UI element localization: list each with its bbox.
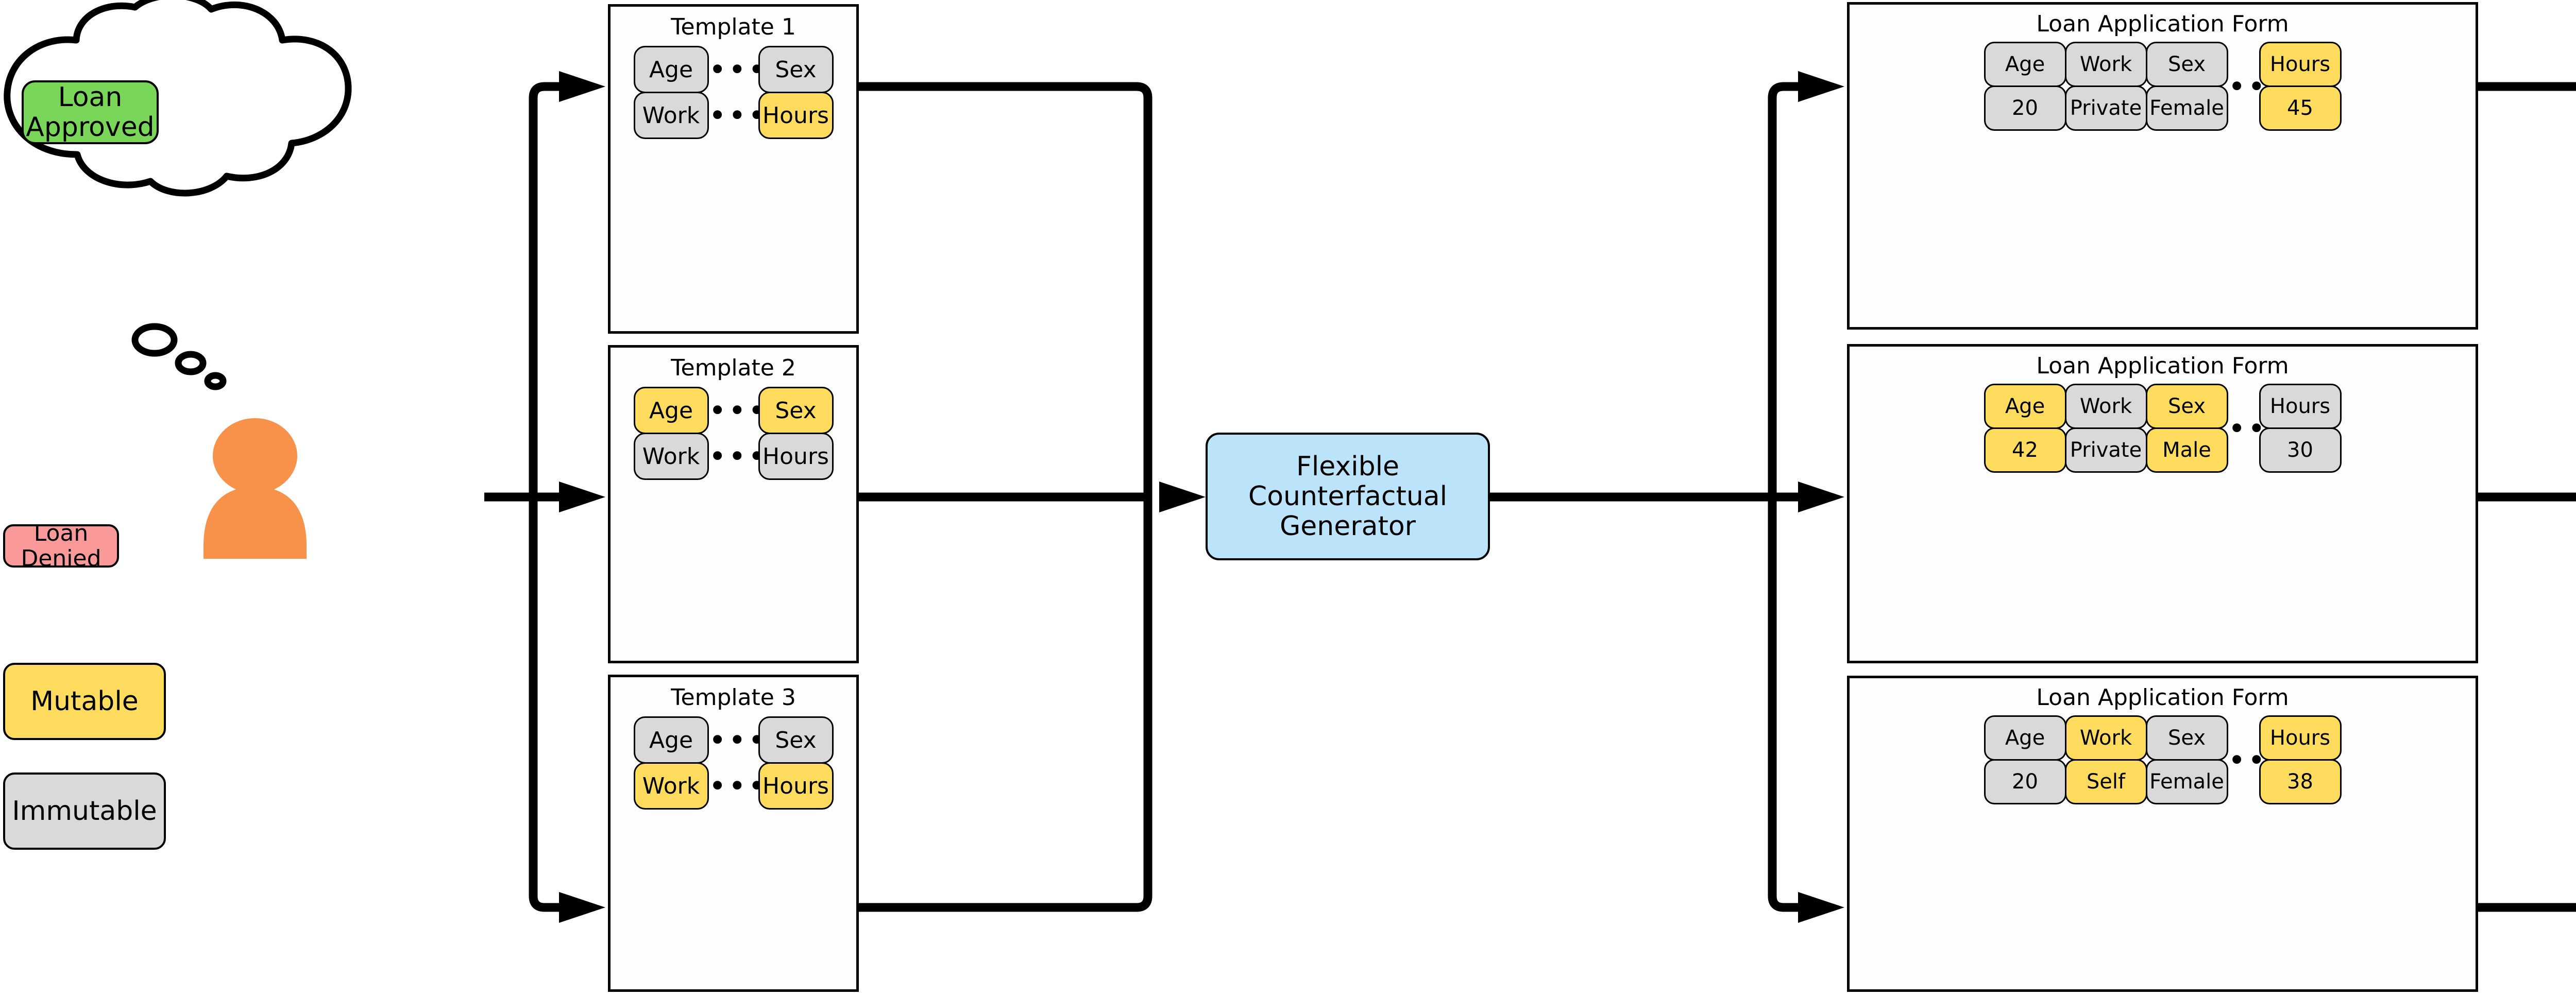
template-card-1: Template 1 Age ••• Sex Work ••• Hours: [608, 4, 859, 334]
legend-immutable: Immutable: [3, 772, 166, 850]
form-column: Work Private: [2064, 384, 2147, 473]
form-title: Loan Application Form: [2036, 353, 2289, 379]
form-value: Female: [2145, 759, 2228, 804]
template-row: Work ••• Hours: [633, 92, 834, 139]
form-label: Age: [1984, 715, 2066, 761]
template-card-2: Template 2 Age ••• Sex Work ••• Hours: [608, 345, 859, 663]
form-column: Age 42: [1984, 384, 2066, 473]
attr-cell: Hours: [758, 762, 834, 810]
form-column-tail: Hours 45: [2259, 42, 2342, 131]
loan-application-form-3: Loan Application Form Age 20 Work Self S…: [1847, 676, 2478, 992]
status-badge-denied: Loan Denied: [3, 521, 119, 571]
form-column: Work Self: [2064, 715, 2147, 804]
form-label: Age: [1984, 384, 2066, 429]
form-column: Sex Female: [2145, 42, 2228, 131]
template-title: Template 3: [671, 684, 796, 711]
attr-cell: Hours: [758, 92, 834, 139]
ellipsis-icon: •••: [708, 439, 768, 474]
form-label: Work: [2064, 42, 2147, 87]
template-title: Template 1: [671, 14, 796, 40]
form-value: Private: [2064, 427, 2147, 473]
form-label: Sex: [2145, 715, 2228, 761]
form-label: Hours: [2259, 384, 2342, 429]
template-card-3: Template 3 Age ••• Sex Work ••• Hours: [608, 675, 859, 992]
form-title: Loan Application Form: [2036, 684, 2289, 711]
form-label: Hours: [2259, 715, 2342, 761]
form-column-tail: Hours 38: [2259, 715, 2342, 804]
ellipsis-icon: •••: [708, 393, 768, 428]
person-icon: [204, 418, 307, 559]
ellipsis-icon: •••: [708, 768, 768, 803]
form-value: 42: [1984, 427, 2066, 473]
form-title: Loan Application Form: [2036, 11, 2289, 37]
ellipsis-icon: •••: [2228, 410, 2287, 446]
form-value: 45: [2259, 85, 2342, 131]
form-value: 20: [1984, 85, 2066, 131]
loan-application-form-1: Loan Application Form Age 20 Work Privat…: [1847, 2, 2478, 330]
form-label: Work: [2064, 384, 2147, 429]
attr-cell: Age: [633, 716, 709, 764]
template-title: Template 2: [671, 355, 796, 381]
attr-cell: Sex: [758, 387, 834, 434]
loan-application-form-2: Loan Application Form Age 42 Work Privat…: [1847, 344, 2478, 663]
form-value: Male: [2145, 427, 2228, 473]
template-row: Work ••• Hours: [633, 762, 834, 810]
form-column: Work Private: [2064, 42, 2147, 131]
ellipsis-icon: •••: [708, 52, 768, 87]
form-value: 38: [2259, 759, 2342, 804]
form-value: 20: [1984, 759, 2066, 804]
form-column: Age 20: [1984, 715, 2066, 804]
form-value: Private: [2064, 85, 2147, 131]
generator-label-line2: Generator: [1279, 511, 1416, 542]
attr-cell: Age: [633, 46, 709, 93]
attr-cell: Work: [633, 762, 709, 810]
form-column: Sex Female: [2145, 715, 2228, 804]
flexible-counterfactual-generator-box[interactable]: Flexible Counterfactual Generator: [1206, 433, 1490, 560]
form-label: Hours: [2259, 42, 2342, 87]
form-label: Sex: [2145, 384, 2228, 429]
attr-cell: Hours: [758, 433, 834, 480]
template-row: Age ••• Sex: [633, 387, 834, 434]
template-row: Age ••• Sex: [633, 46, 834, 93]
generator-label-line1: Flexible Counterfactual: [1248, 451, 1448, 512]
template-row: Age ••• Sex: [633, 716, 834, 764]
form-column: Age 20: [1984, 42, 2066, 131]
form-label: Work: [2064, 715, 2147, 761]
form-column: Sex Male: [2145, 384, 2228, 473]
legend-mutable: Mutable: [3, 663, 166, 740]
template-row: Work ••• Hours: [633, 433, 834, 480]
form-value: 30: [2259, 427, 2342, 473]
form-value: Female: [2145, 85, 2228, 131]
attr-cell: Sex: [758, 46, 834, 93]
ellipsis-icon: •••: [2228, 742, 2287, 778]
ellipsis-icon: •••: [2228, 68, 2287, 104]
form-label: Sex: [2145, 42, 2228, 87]
ellipsis-icon: •••: [708, 98, 768, 133]
form-label: Age: [1984, 42, 2066, 87]
form-value: Self: [2064, 759, 2147, 804]
thought-approved-label: Loan Approved: [22, 80, 159, 144]
attr-cell: Work: [633, 433, 709, 480]
form-column-tail: Hours 30: [2259, 384, 2342, 473]
ellipsis-icon: •••: [708, 723, 768, 758]
attr-cell: Work: [633, 92, 709, 139]
attr-cell: Age: [633, 387, 709, 434]
attr-cell: Sex: [758, 716, 834, 764]
